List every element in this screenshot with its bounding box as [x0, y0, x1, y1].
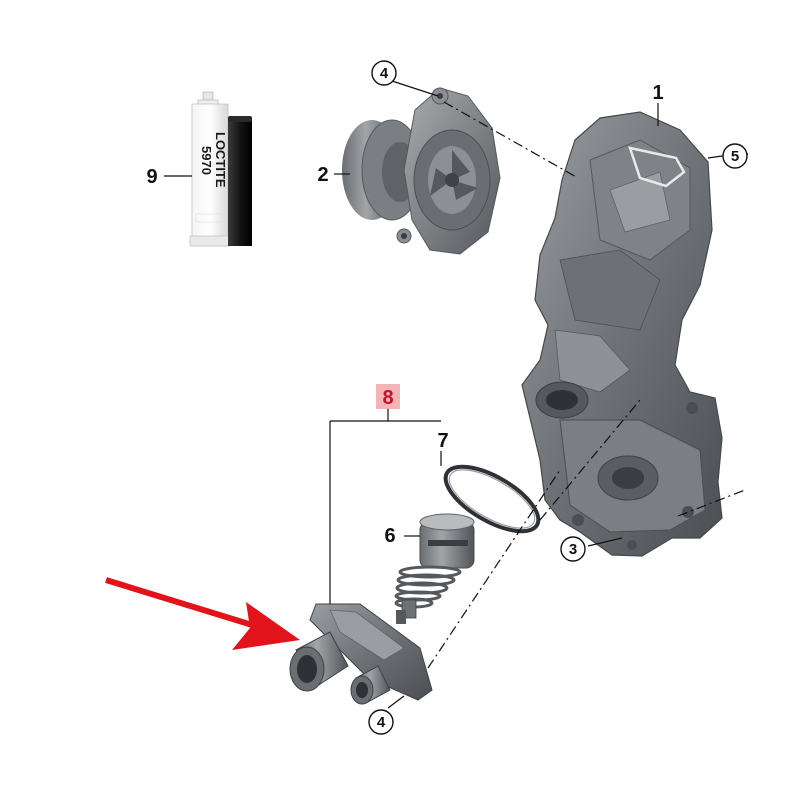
callout-5-label: 5 [731, 148, 739, 165]
thermostat-cover [289, 603, 433, 705]
thermostat [394, 513, 475, 624]
sealant-brand-label: LOCTITE [213, 132, 228, 188]
water-pump [342, 87, 501, 255]
callout-4-bottom-label: 4 [377, 714, 386, 731]
sealant-product-label: 5970 [199, 146, 214, 175]
callout-8-highlight [376, 384, 400, 409]
callout-1: 1 [652, 82, 663, 104]
callout-6: 6 [384, 525, 395, 547]
seal-ring [443, 464, 541, 534]
callout-3-label: 3 [569, 541, 577, 558]
callout-4-bottom: 4 [368, 709, 394, 735]
callout-4-top-label: 4 [380, 65, 389, 82]
red-arrow-icon [105, 577, 300, 650]
callout-2: 2 [317, 164, 328, 186]
callout-3: 3 [560, 536, 586, 562]
callout-5: 5 [722, 143, 748, 169]
coolant-housing [521, 111, 723, 557]
sealant-tube: LOCTITE 5970 [189, 91, 252, 247]
leader-lines [164, 80, 723, 709]
callout-8: 8 [382, 387, 393, 409]
callout-4-top: 4 [371, 60, 397, 86]
callout-7: 7 [437, 430, 448, 452]
callout-9: 9 [146, 166, 157, 188]
